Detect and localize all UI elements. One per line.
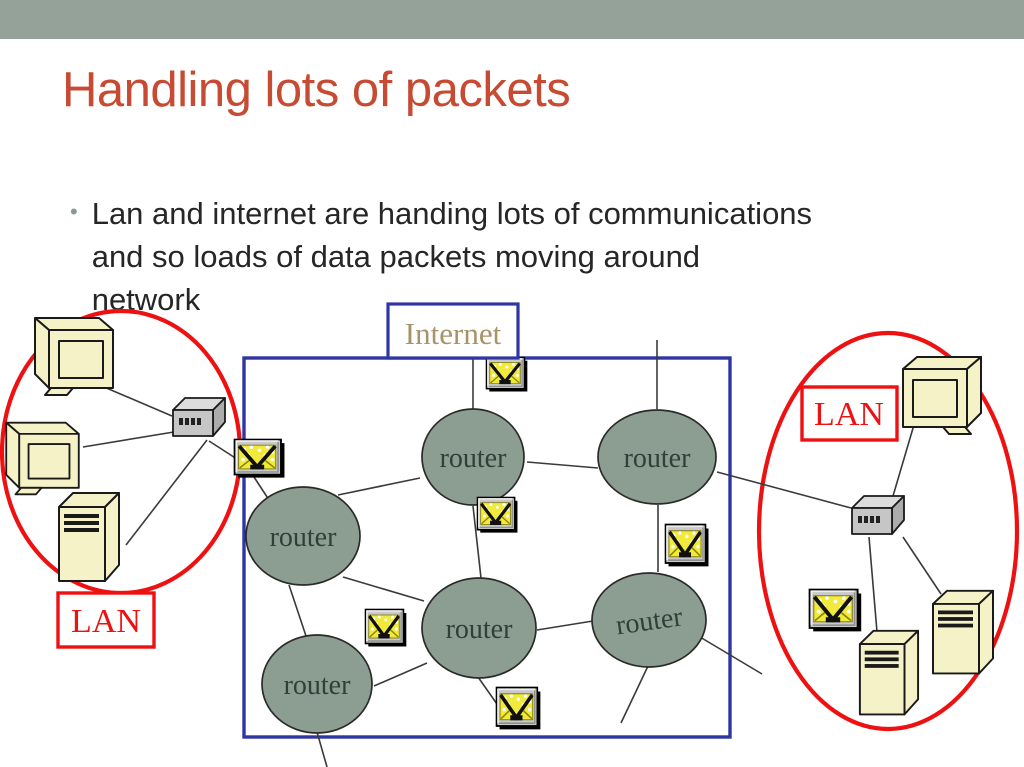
desktop-computer-icon bbox=[5, 421, 80, 496]
connection-line bbox=[716, 471, 852, 509]
computer-tower-icon bbox=[858, 629, 920, 716]
lan-label-left: LAN bbox=[56, 591, 156, 649]
connection-line bbox=[342, 576, 425, 602]
mail-packet-icon bbox=[663, 522, 711, 569]
bullet-line-1: Lan and internet are handing lots of com… bbox=[91, 196, 813, 231]
router-node: router bbox=[245, 486, 361, 586]
connection-line bbox=[96, 383, 173, 417]
connection-lines bbox=[82, 340, 942, 767]
connection-line bbox=[82, 430, 181, 448]
connection-line bbox=[902, 536, 942, 595]
internet-label: Internet bbox=[405, 316, 502, 351]
router-node: router bbox=[421, 408, 525, 506]
desktop-computer-icon bbox=[902, 356, 982, 435]
slide-top-bar bbox=[0, 0, 1024, 39]
computer-tower-icon bbox=[58, 492, 120, 582]
connection-line bbox=[868, 536, 878, 633]
lan-ellipse-right bbox=[756, 330, 1020, 732]
connection-line bbox=[337, 477, 421, 496]
router-node: router bbox=[421, 577, 537, 679]
mail-packet-icon bbox=[810, 590, 862, 632]
connection-line bbox=[526, 461, 599, 469]
desktop-computer-icon bbox=[34, 317, 114, 396]
internet-label-box: Internet bbox=[386, 302, 520, 360]
router-label: router bbox=[624, 443, 692, 474]
computer-tower-icon bbox=[932, 589, 994, 675]
connection-line bbox=[892, 417, 917, 497]
router-label: router bbox=[270, 522, 338, 553]
mail-packet-icon bbox=[494, 685, 543, 732]
mail-packet-icon bbox=[363, 607, 409, 649]
lan-label-text: LAN bbox=[71, 603, 141, 640]
lan-label-text: LAN bbox=[814, 396, 884, 433]
lan-label-right: LAN bbox=[800, 385, 899, 442]
connection-line bbox=[536, 620, 594, 631]
connection-line bbox=[620, 665, 649, 724]
bullet-line-2: and so loads of data packets moving arou… bbox=[91, 239, 701, 274]
router-label: router bbox=[446, 614, 514, 645]
mail-packet-icon bbox=[232, 437, 287, 480]
connection-line bbox=[472, 505, 482, 579]
router-node: router bbox=[261, 634, 373, 734]
connection-line bbox=[699, 636, 763, 675]
router-node: router bbox=[597, 409, 717, 505]
connection-line bbox=[373, 662, 428, 687]
router-label: router bbox=[440, 443, 508, 474]
mail-packet-icon bbox=[484, 355, 529, 394]
connection-line bbox=[316, 731, 328, 767]
router-label: router bbox=[284, 670, 352, 701]
router-node: router bbox=[591, 572, 707, 668]
bullet-item: • Lan and internet are handing lots of c… bbox=[70, 192, 812, 321]
bullet-text: Lan and internet are handing lots of com… bbox=[92, 192, 812, 321]
connection-line bbox=[288, 584, 307, 637]
mail-packet-icon bbox=[475, 495, 520, 535]
slide-title: Handling lots of packets bbox=[62, 63, 571, 117]
network-hub-icon bbox=[172, 397, 226, 437]
network-hub-icon bbox=[851, 495, 905, 535]
connection-line bbox=[125, 439, 208, 546]
bullet-dot: • bbox=[70, 199, 78, 224]
